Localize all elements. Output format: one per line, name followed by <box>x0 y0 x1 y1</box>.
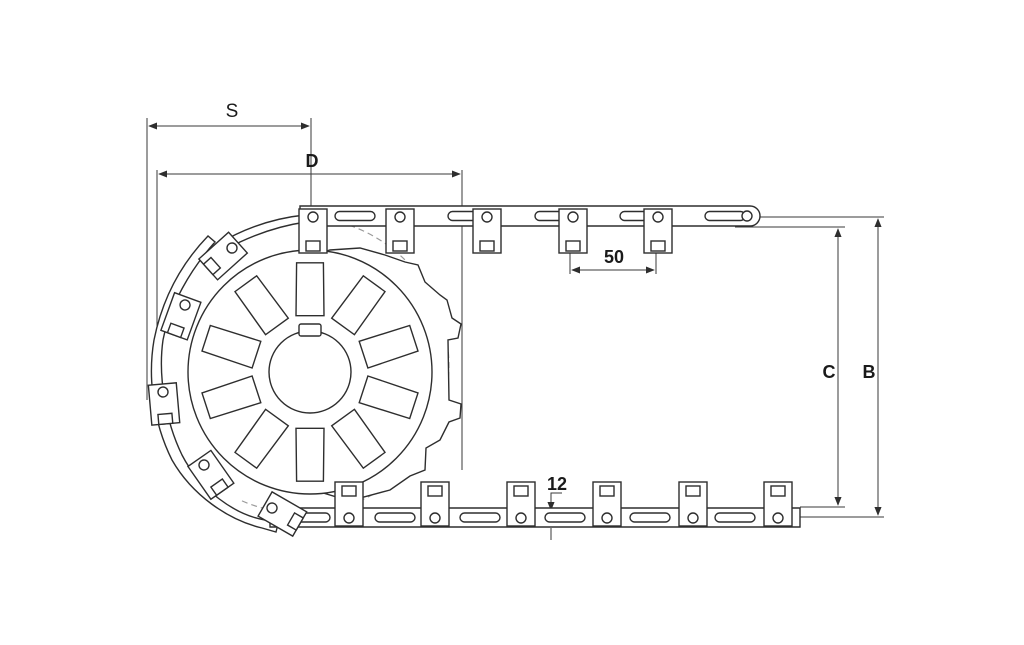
pin-hole <box>601 512 613 524</box>
pin-hole <box>394 211 406 223</box>
end-pin-hole <box>741 210 753 222</box>
pin-hole <box>157 386 169 398</box>
attachment-notch <box>565 240 581 252</box>
chain-attachment <box>592 481 622 527</box>
dimension-b: B <box>760 216 884 518</box>
spoke-window <box>201 324 262 369</box>
spoke-window <box>358 324 419 369</box>
pin-hole <box>198 459 210 471</box>
attachment-notch <box>305 240 321 252</box>
wrap-attachment <box>160 291 202 341</box>
chain-attachment <box>558 208 588 254</box>
spoke-window <box>234 408 290 470</box>
attachment-notch <box>341 485 357 497</box>
link-slot <box>629 512 671 523</box>
chain-attachment <box>678 481 708 527</box>
dimension-s: S <box>146 101 312 400</box>
spoke-window <box>330 408 386 470</box>
link-slot <box>544 512 586 523</box>
sprocket-wheel <box>187 247 462 499</box>
spoke-window <box>201 375 262 420</box>
pin-hole <box>343 512 355 524</box>
pin-hole <box>266 502 278 514</box>
wrap-attachment <box>257 490 308 538</box>
link-slot <box>459 512 501 523</box>
dimension-label-d: D <box>306 151 319 171</box>
wrap-attachment <box>186 449 235 501</box>
chain-attachment <box>298 208 328 254</box>
spoke-window <box>330 274 386 336</box>
spoke-window <box>358 375 419 420</box>
pin-hole <box>772 512 784 524</box>
keyway <box>298 323 322 337</box>
attachment-notch <box>599 485 615 497</box>
wrap-attachment <box>147 382 181 426</box>
pin-hole <box>687 512 699 524</box>
dimension-thickness: 12 <box>547 474 567 540</box>
bottom-chain-run <box>269 481 801 528</box>
attachment-notch <box>392 240 408 252</box>
pin-hole <box>226 242 238 254</box>
pin-hole <box>179 299 191 311</box>
dimension-label-pitch: 50 <box>604 247 624 267</box>
chain-attachment <box>385 208 415 254</box>
attachment-notch <box>685 485 701 497</box>
chain-attachment <box>643 208 673 254</box>
attachment-notch <box>209 478 230 497</box>
wrap-attachment <box>197 231 249 281</box>
spoke-window <box>295 427 325 482</box>
pin-hole <box>481 211 493 223</box>
wrap-attachments <box>147 231 308 538</box>
attachment-notch <box>286 511 305 532</box>
spoke-window <box>234 274 290 336</box>
attachment-notch <box>166 322 185 339</box>
chain-attachment <box>420 481 450 527</box>
dimension-label-c: C <box>823 362 836 382</box>
attachment-notch <box>513 485 529 497</box>
link-slot <box>704 210 746 222</box>
chain-attachment <box>472 208 502 254</box>
link-slot <box>334 210 376 222</box>
dimension-label-b: B <box>863 362 876 382</box>
sprocket-spokes <box>201 262 419 482</box>
attachment-notch <box>479 240 495 252</box>
pin-hole <box>567 211 579 223</box>
attachment-notch <box>427 485 443 497</box>
chain-attachment <box>506 481 536 527</box>
dimension-label-thickness: 12 <box>547 474 567 494</box>
attachment-notch <box>202 256 222 276</box>
chain-attachment <box>334 481 364 527</box>
pin-hole <box>307 211 319 223</box>
link-slot <box>374 512 416 523</box>
pin-hole <box>515 512 527 524</box>
pin-hole <box>429 512 441 524</box>
chain-attachment <box>763 481 793 527</box>
top-attachments <box>298 208 753 254</box>
dimension-c: C <box>735 226 845 508</box>
dimension-label-s: S <box>226 101 239 122</box>
attachment-notch <box>650 240 666 252</box>
attachment-notch <box>157 412 174 426</box>
spoke-window <box>295 262 325 317</box>
pin-hole <box>652 211 664 223</box>
bottom-attachments <box>334 481 793 527</box>
top-chain-run <box>298 205 761 254</box>
link-slot <box>714 512 756 523</box>
attachment-notch <box>770 485 786 497</box>
